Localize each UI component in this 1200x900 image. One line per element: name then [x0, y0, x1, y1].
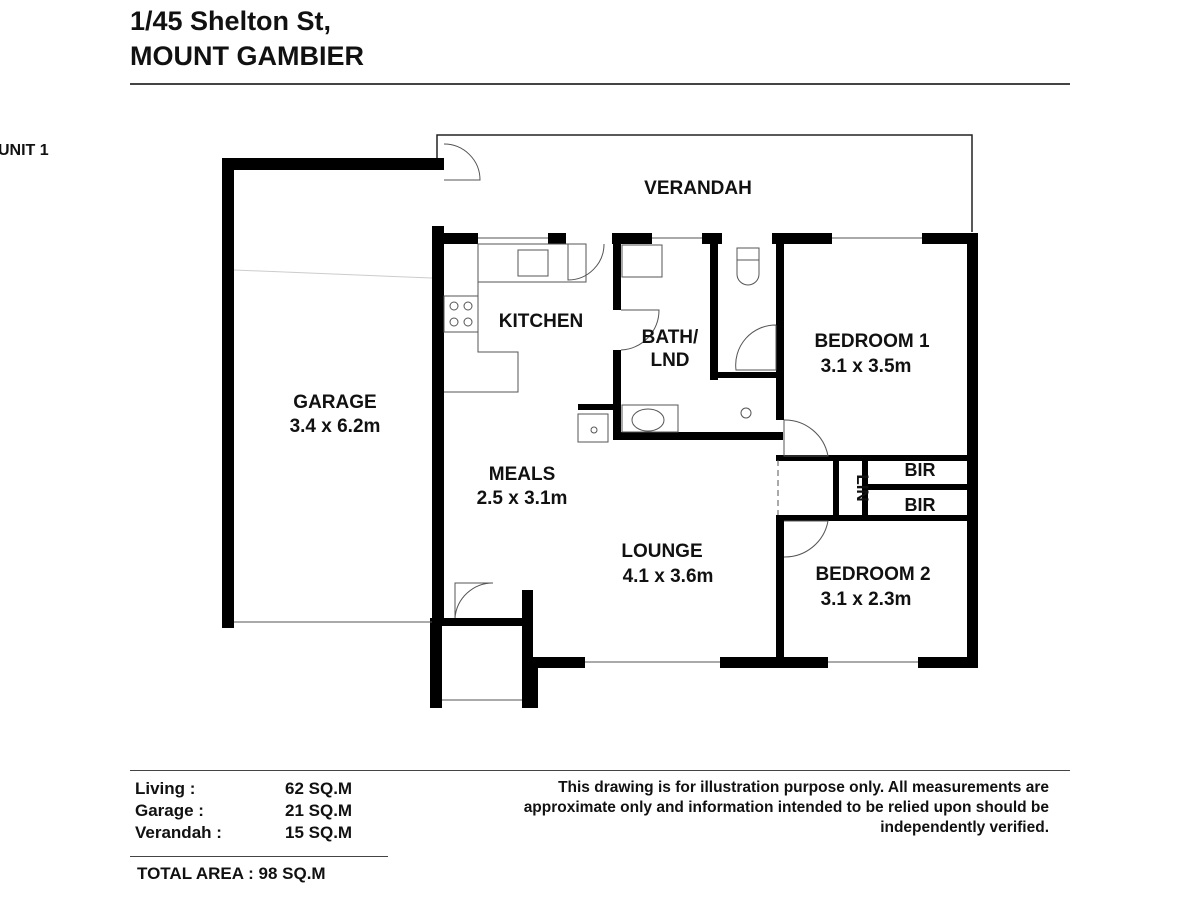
room-meals: MEALS [489, 464, 556, 485]
room-garage-size: 3.4 x 6.2m [290, 416, 381, 437]
unit-label: UNIT 1 [0, 142, 49, 159]
area-value: 62 SQ.M [285, 779, 353, 798]
room-bath: BATH/ [642, 327, 699, 348]
room-lounge: LOUNGE [621, 541, 702, 562]
area-label: Living : [135, 779, 196, 798]
room-bedroom-2-size: 3.1 x 2.3m [821, 589, 912, 610]
footer-divider [130, 770, 1070, 771]
area-label: Garage : [135, 801, 204, 820]
area-label: Verandah : [135, 823, 222, 842]
disclaimer: This drawing is for illustration purpose… [523, 779, 1049, 836]
property-address: 1/45 Shelton St, MOUNT GAMBIER [130, 4, 364, 74]
area-value: 21 SQ.M [285, 801, 353, 820]
floor-plan: VERANDAH GARAGE 3.4 x 6.2m KITCHEN BATH/… [222, 134, 978, 708]
fixtures-and-doors [233, 143, 922, 701]
room-bedroom-2: BEDROOM 2 [815, 564, 930, 585]
area-value: 15 SQ.M [285, 823, 353, 842]
room-bath-line2: LND [650, 350, 689, 371]
total-divider [130, 856, 388, 857]
total-area: TOTAL AREA : 98 SQ.M [137, 864, 326, 883]
room-kitchen: KITCHEN [499, 311, 583, 332]
walls [222, 158, 978, 708]
room-meals-size: 2.5 x 3.1m [477, 488, 568, 509]
room-bir-2: BIR [905, 495, 936, 515]
room-bir-1: BIR [905, 460, 936, 480]
header-divider [130, 83, 1070, 85]
room-garage: GARAGE [293, 392, 376, 413]
verandah-outline [436, 134, 973, 232]
room-linen: LIN [853, 474, 872, 501]
area-row: Living : 62 SQ.M [135, 778, 352, 800]
area-row: Garage : 21 SQ.M [135, 800, 352, 822]
room-lounge-size: 4.1 x 3.6m [623, 566, 714, 587]
address-line-1: 1/45 Shelton St, [130, 6, 332, 36]
area-table: Living : 62 SQ.M Garage : 21 SQ.M Verandah… [135, 778, 352, 844]
room-bedroom-1: BEDROOM 1 [814, 331, 930, 352]
room-bedroom-1-size: 3.1 x 3.5m [821, 356, 912, 377]
address-line-2: MOUNT GAMBIER [130, 41, 364, 71]
area-row: Verandah : 15 SQ.M [135, 822, 352, 844]
room-verandah: VERANDAH [644, 178, 752, 199]
